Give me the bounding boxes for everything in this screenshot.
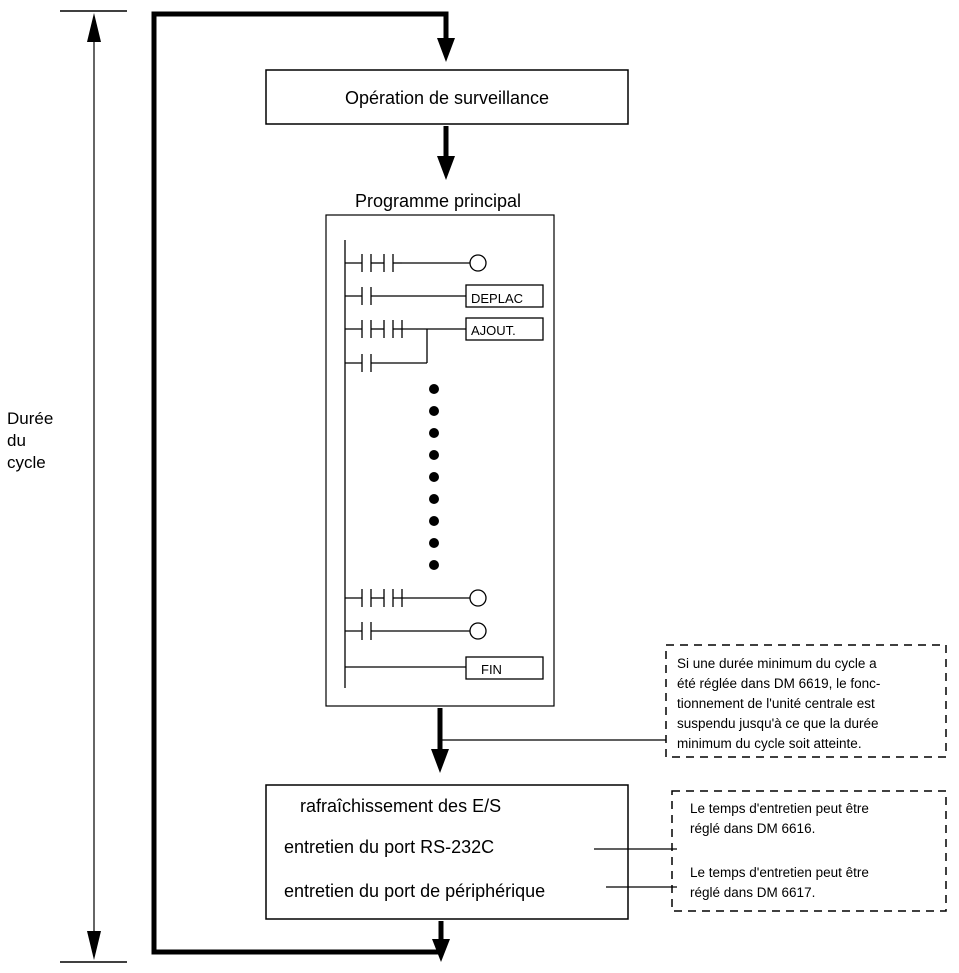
cycle-time-label-1: Durée xyxy=(7,409,53,428)
rs232c-note-line-2: réglé dans DM 6616. xyxy=(690,821,815,836)
ladder-move-box xyxy=(465,284,544,308)
ladder-end-label: FIN xyxy=(481,662,502,677)
peripheral-note-line-2: réglé dans DM 6617. xyxy=(690,885,815,900)
ladder-rung-4 xyxy=(345,589,487,607)
min-cycle-note-line-1: Si une durée minimum du cycle a xyxy=(677,656,877,671)
ladder-move-label: DEPLAC xyxy=(471,291,523,306)
ladder-rung-5 xyxy=(345,622,487,640)
cycle-time-arrow-up-icon xyxy=(87,13,101,42)
ladder-coil-2 xyxy=(469,589,487,607)
monitoring-box: Opération de surveillance xyxy=(265,69,629,125)
rs232c-service-label: entretien du port RS-232C xyxy=(284,837,494,857)
min-cycle-note-frame xyxy=(665,644,947,758)
ladder-coil-3 xyxy=(469,622,487,640)
min-cycle-note-line-3: tionnement de l'unité centrale est xyxy=(677,696,875,711)
min-cycle-note-line-5: minimum du cycle soit atteinte. xyxy=(677,736,862,751)
loop-entry-arrow-icon xyxy=(437,38,455,62)
ladder-coil-1 xyxy=(469,254,487,272)
arrow-to-io-icon xyxy=(431,749,449,773)
ladder-add-label: AJOUT. xyxy=(471,323,516,338)
min-cycle-note-line-2: été réglée dans DM 6619, le fonc- xyxy=(677,676,880,691)
main-program-title: Programme principal xyxy=(355,191,521,211)
cycle-time-dimension: Durée du cycle xyxy=(7,10,127,963)
exit-arrow-icon xyxy=(432,939,450,962)
main-program-frame xyxy=(325,214,555,707)
ladder-rung-3 xyxy=(345,317,544,372)
cycle-time-arrow-down-icon xyxy=(87,931,101,960)
ladder-rung-2 xyxy=(345,284,544,308)
ladder-rung-end xyxy=(345,656,544,680)
cycle-time-label-3: cycle xyxy=(7,453,46,472)
io-refresh-label: rafraîchissement des E/S xyxy=(300,796,501,816)
peripheral-note-line-1: Le temps d'entretien peut être xyxy=(690,865,869,880)
min-cycle-note-line-4: suspendu jusqu'à ce que la durée xyxy=(677,716,878,731)
io-refresh-box: rafraîchissement des E/S entretien du po… xyxy=(265,784,629,920)
cycle-time-label-2: du xyxy=(7,431,26,450)
ladder-add-box xyxy=(465,317,544,341)
peripheral-service-label: entretien du port de périphérique xyxy=(284,881,545,901)
rs232c-note-line-1: Le temps d'entretien peut être xyxy=(690,801,869,816)
ladder-diagram xyxy=(344,240,544,688)
ladder-ellipsis-dots xyxy=(429,384,439,570)
monitoring-box-label: Opération de surveillance xyxy=(345,88,549,108)
ladder-rung-1 xyxy=(345,254,487,272)
arrow-to-program-icon xyxy=(437,156,455,180)
service-note-frame xyxy=(671,790,947,912)
ladder-end-box xyxy=(465,656,544,680)
